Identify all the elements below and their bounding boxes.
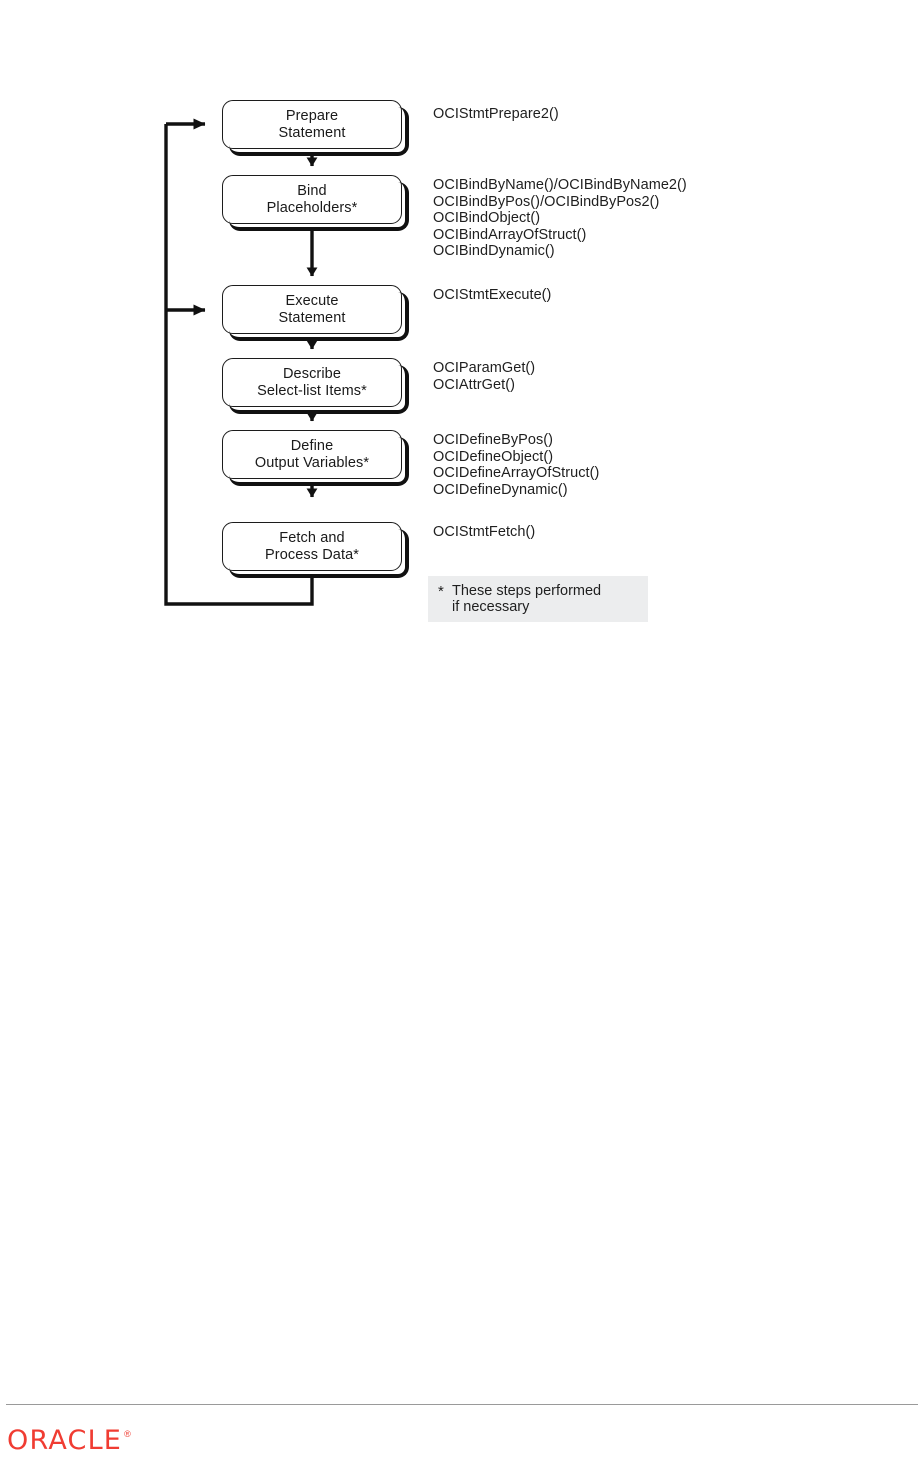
function-name: OCIParamGet() <box>433 360 536 376</box>
function-name: OCIStmtFetch() <box>433 524 536 540</box>
loop-back-path <box>164 118 314 606</box>
flow-node-line-2: Statement <box>278 124 346 141</box>
flow-node-line-2: Placeholders* <box>266 199 358 216</box>
footnote-asterisk-marker: * <box>438 583 444 600</box>
registered-trademark-icon: ® <box>124 1429 131 1439</box>
footnote-line-1: These steps performed <box>452 583 602 599</box>
function-name: OCIBindByName()/OCIBindByName2() <box>433 177 687 193</box>
function-name: OCIDefineByPos() <box>433 432 554 448</box>
call-list-execute: OCIStmtExecute() <box>433 287 551 304</box>
oracle-wordmark: ORACLE <box>7 1425 123 1456</box>
flow-node-execute-statement: Execute Statement <box>222 285 409 341</box>
footnote-box: * These steps performed if necessary <box>428 576 648 622</box>
call-list-describe: OCIParamGet() OCIAttrGet() <box>433 360 535 393</box>
flow-node-line-2: Statement <box>278 309 346 326</box>
flow-node-line-1: Prepare <box>285 107 339 124</box>
function-name: OCIStmtExecute() <box>433 287 552 303</box>
flow-node-line-1: Define <box>290 437 334 454</box>
function-name: OCIDefineArrayOfStruct() <box>433 465 600 482</box>
function-name: OCIDefineObject() <box>433 448 554 465</box>
flowchart-connectors <box>164 118 318 606</box>
flow-node-line-1: Describe <box>282 365 341 382</box>
footnote-line-2: if necessary <box>452 599 530 616</box>
flow-node-line-1: Fetch and <box>279 529 345 546</box>
oci-statement-flowchart: Prepare Statement Bind Placeholders* Exe… <box>0 0 924 700</box>
flow-node-line-1: Bind <box>297 182 327 199</box>
function-name: OCIAttrGet() <box>433 376 515 393</box>
function-name: OCIBindArrayOfStruct() <box>433 226 587 243</box>
oracle-logo: ORACLE ® <box>7 1427 131 1455</box>
flow-node-line-2: Output Variables* <box>254 454 370 471</box>
flow-node-line-2: Process Data* <box>265 546 359 563</box>
flow-node-fetch-and-process-data: Fetch and Process Data* <box>222 522 409 578</box>
call-list-bind: OCIBindByName()/OCIBindByName2() OCIBind… <box>433 177 687 260</box>
function-name: OCIBindDynamic() <box>433 243 555 260</box>
flow-node-prepare-statement: Prepare Statement <box>222 100 409 156</box>
function-name: OCIBindByPos()/OCIBindByPos2() <box>433 193 660 210</box>
function-name: OCIStmtPrepare2() <box>433 106 559 122</box>
call-list-define: OCIDefineByPos() OCIDefineObject() OCIDe… <box>433 432 599 498</box>
footer-divider <box>6 1404 918 1405</box>
flow-node-bind-placeholders: Bind Placeholders* <box>222 175 409 231</box>
flow-node-line-2: Select-list Items* <box>257 382 367 399</box>
flow-node-define-output-variables: Define Output Variables* <box>222 430 409 486</box>
function-name: OCIDefineDynamic() <box>433 481 568 498</box>
call-list-prepare: OCIStmtPrepare2() <box>433 106 559 123</box>
call-list-fetch: OCIStmtFetch() <box>433 524 535 541</box>
function-name: OCIBindObject() <box>433 210 541 227</box>
flow-node-line-1: Execute <box>285 292 339 309</box>
flow-node-describe-select-list-items: Describe Select-list Items* <box>222 358 409 414</box>
